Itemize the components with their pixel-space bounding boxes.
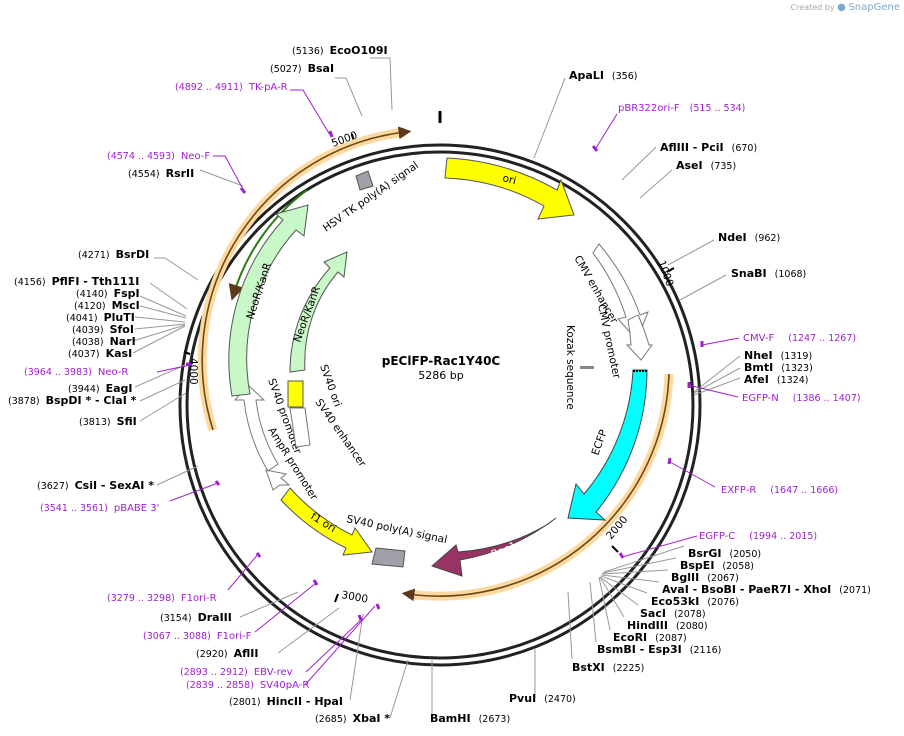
credit-prefix: Created by xyxy=(790,3,835,12)
site-bsrgi: BsrGI(2050) xyxy=(688,547,761,560)
primer-marks xyxy=(186,130,704,621)
site-bspdi-clai: (3878)BspDI * - ClaI * xyxy=(8,394,137,407)
site-saci: SacI(2078) xyxy=(640,607,706,620)
primer-egfp-c: EGFP-C(1994 .. 2015) xyxy=(699,531,817,542)
site-leader-lines xyxy=(132,57,741,719)
primer-exfp-r: EXFP-R(1647 .. 1666) xyxy=(721,485,838,496)
site-hincii-hpai: (2801)HincII - HpaI xyxy=(229,695,343,708)
site-sfii: (3813)SfiI xyxy=(79,415,137,428)
feature-f1ori-arrow xyxy=(280,487,373,556)
feature-neokanr-inner-arrow xyxy=(289,251,348,373)
site-apali: ApaLI(356) xyxy=(569,69,637,82)
snapgene-credit: Created by ● SnapGene xyxy=(791,2,900,13)
feature-neokanr-outer-arrow xyxy=(228,204,309,397)
site-bstxi: BstXI(2225) xyxy=(572,661,644,674)
orf-arrow-neo xyxy=(201,126,412,431)
site-bsmbi-esp3i: BsmBI - Esp3I(2116) xyxy=(597,643,721,656)
site-ndei: NdeI(962) xyxy=(718,231,780,244)
feature-sv40-enhancer-label: SV40 enhancer xyxy=(313,397,369,470)
site-afei: AfeI(1324) xyxy=(744,373,808,386)
tick-marks xyxy=(183,133,675,603)
feature-ecfp-label: ECFP xyxy=(590,428,610,457)
feature-ampr-promoter-arrow xyxy=(265,469,291,491)
feature-ecfp-arrow xyxy=(567,369,648,521)
backbone-inner xyxy=(185,150,695,660)
feature-sv40-enhancer-arrow xyxy=(289,407,311,448)
feature-hsvtk-pa-label: HSV TK poly(A) signal xyxy=(321,159,421,234)
site-bspei: BspEI(2058) xyxy=(680,559,754,572)
orf-bands xyxy=(197,126,674,602)
feature-sv40-promoter-arrow xyxy=(233,384,279,472)
tick-label-3000: 3000 xyxy=(340,589,368,605)
site-nari: (4038)NarI xyxy=(72,335,136,348)
primer-f1ori-r: (3279 .. 3298)F1ori-R xyxy=(107,593,217,604)
site-asei: AseI(735) xyxy=(676,159,736,172)
site-xbai: (2685)XbaI * xyxy=(315,712,390,725)
site-nhei: NheI(1319) xyxy=(744,349,812,362)
primer-tk-pa-r: (4892 .. 4911)TK-pA-R xyxy=(175,82,288,93)
site-bsai: (5027)BsaI xyxy=(270,62,334,75)
site-hindiii: HindIII(2080) xyxy=(627,619,708,632)
feature-rac1-arrow xyxy=(431,517,557,577)
site-snabi: SnaBI(1068) xyxy=(731,267,806,280)
plasmid-name: pEClFP-Rac1Y40C xyxy=(382,354,501,368)
site-msci: (4120)MscI xyxy=(74,299,140,312)
site-ecoo109i: (5136)EcoO109I xyxy=(292,44,388,57)
primer-neo-r: (3964 .. 3983)Neo-R xyxy=(24,367,128,378)
primer-cmv-f: CMV-F(1247 .. 1267) xyxy=(743,333,856,344)
site-bsrdi: (4271)BsrDI xyxy=(78,248,149,261)
primer-labels: (4892 .. 4911)TK-pA-R (4574 .. 4593)Neo-… xyxy=(24,82,861,691)
site-bamhi: BamHI(2673) xyxy=(430,712,510,725)
feature-hsvtk-pa-block xyxy=(355,170,374,191)
site-labels: (5136)EcoO109I (5027)BsaI (4554)RsrII (4… xyxy=(8,44,871,725)
site-fspi: (4140)FspI xyxy=(76,287,140,300)
site-ecori: EcoRI(2087) xyxy=(613,631,687,644)
site-eco53ki: Eco53kI(2076) xyxy=(651,595,739,608)
site-avai-xhoi: AvaI - BsoBI - PaeR7I - XhoI(2071) xyxy=(662,583,871,596)
orf-arrow-cds-right xyxy=(401,373,670,602)
site-rsrii: (4554)RsrII xyxy=(128,167,194,180)
site-kasi: (4037)KasI xyxy=(68,347,132,360)
feature-rac1-label: Rac1 xyxy=(490,540,519,561)
site-pluti: (4041)PluTI xyxy=(66,311,135,324)
plasmid-length: 5286 bp xyxy=(418,369,463,382)
feature-cmv-promoter-arrow xyxy=(625,314,653,361)
feature-sv40pa-block xyxy=(371,547,406,568)
site-pflfi-tth111i: (4156)PflFI - Tth111I xyxy=(14,275,139,288)
primer-egfp-n: EGFP-N(1386 .. 1407) xyxy=(742,393,861,404)
primer-pbabe-3: (3541 .. 3561)pBABE 3' xyxy=(40,503,159,514)
site-csii-sexai: (3627)CsiI - SexAI * xyxy=(37,479,154,492)
primer-lines xyxy=(156,89,740,686)
primer-pbr322ori-f: pBR322ori-F(515 .. 534) xyxy=(618,103,745,114)
primer-f1ori-f: (3067 .. 3088)F1ori-F xyxy=(143,631,252,642)
site-afliii-pcii: AflIII - PciI(670) xyxy=(660,141,757,154)
backbone-outer xyxy=(178,143,702,667)
feature-sv40-ori-block xyxy=(287,380,304,408)
tick-label-4000: 4000 xyxy=(187,358,199,385)
site-eagi: (3944)EagI xyxy=(68,382,133,395)
credit-brand: SnapGene xyxy=(848,2,900,13)
site-pvui: PvuI(2470) xyxy=(509,692,576,705)
feature-ori-arrow xyxy=(444,157,575,220)
site-sfoi: (4039)SfoI xyxy=(72,323,134,336)
feature-kozak-label: Kozak sequence xyxy=(564,325,576,410)
feature-kozak-mark xyxy=(580,366,594,369)
site-aflii: (2920)AflII xyxy=(196,647,258,660)
snapgene-logo: ● xyxy=(837,2,846,13)
feature-cmv-promoter-label: CMV promoter xyxy=(595,303,623,380)
site-bmti: BmtI(1323) xyxy=(744,361,813,374)
orf-arrow-inner xyxy=(228,189,308,301)
primer-ebv-rev: (2893 .. 2912)EBV-rev xyxy=(180,667,293,678)
tick-label-1000: 1000 xyxy=(655,259,675,288)
primer-sv40pa-r: (2839 .. 2858)SV40pA-R xyxy=(186,680,309,691)
site-draiii: (3154)DraIII xyxy=(160,611,232,624)
site-bglii: BglII(2067) xyxy=(671,571,739,584)
primer-neo-f: (4574 .. 4593)Neo-F xyxy=(107,151,210,162)
feature-ori-label: ori xyxy=(501,172,517,187)
